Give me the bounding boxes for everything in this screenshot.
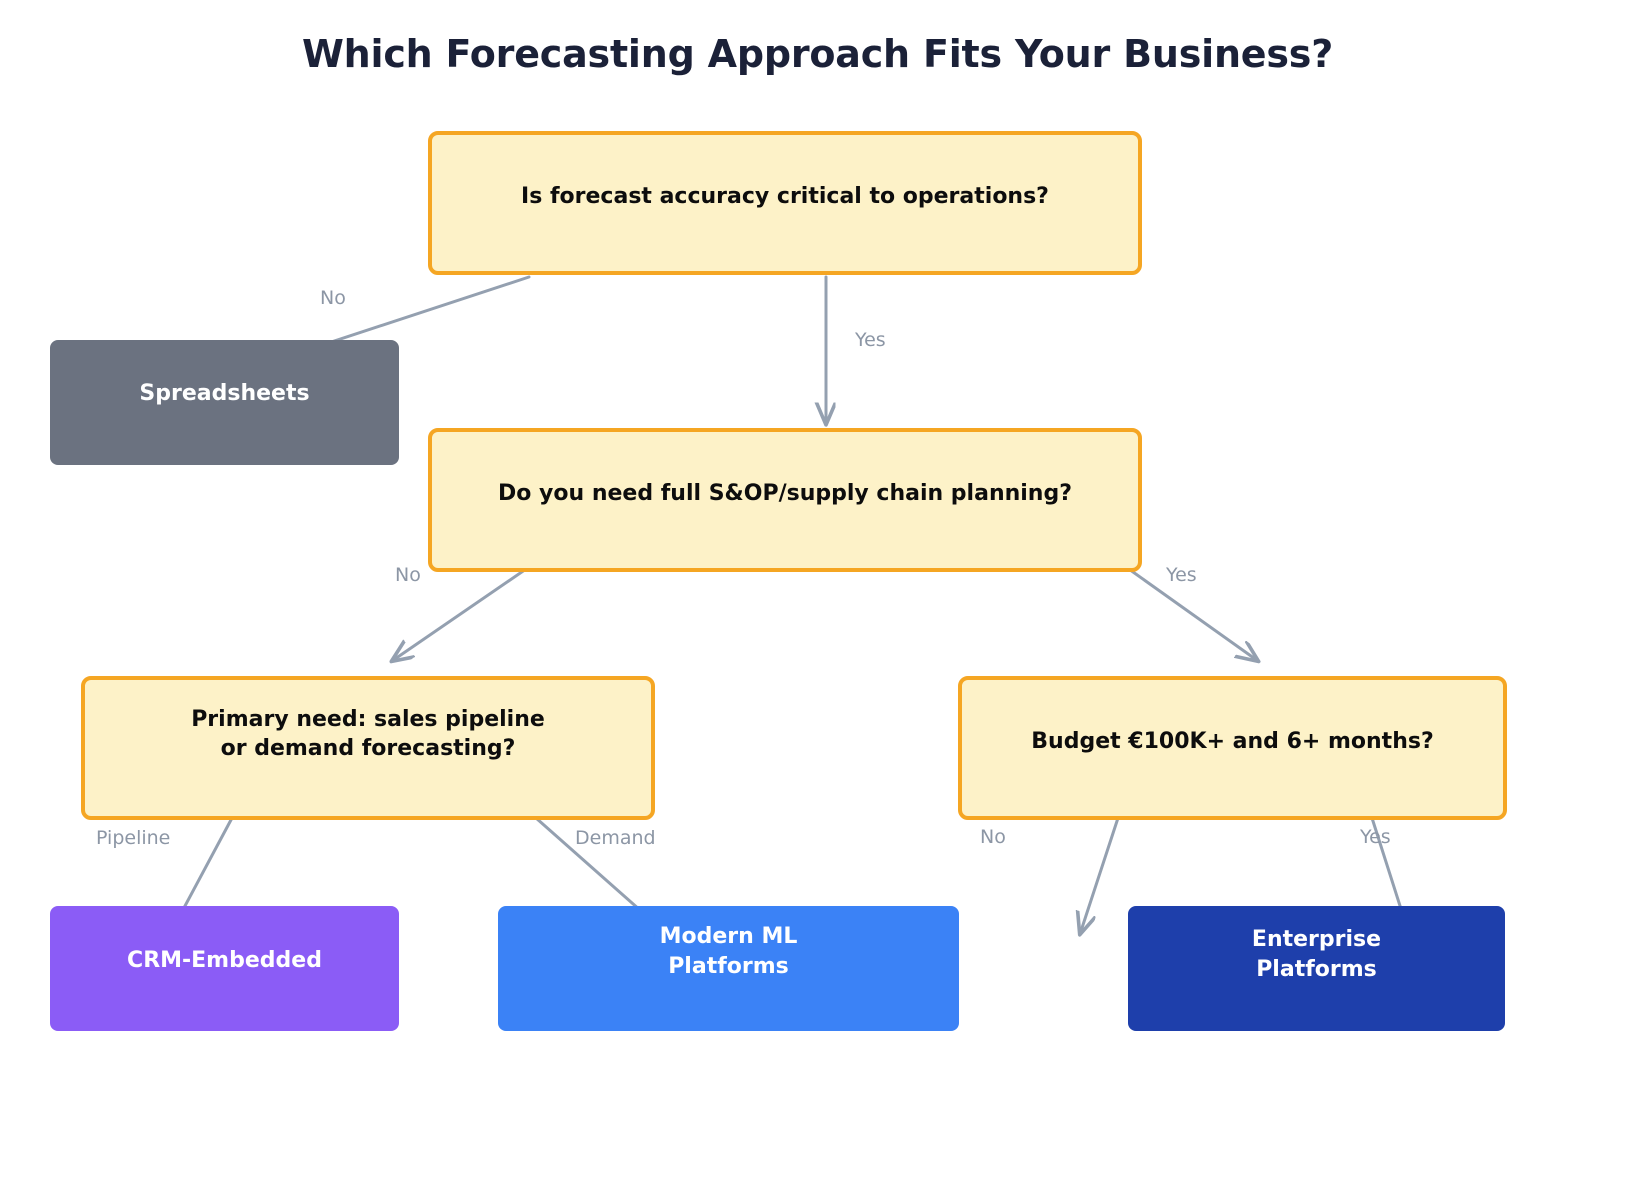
edge-label-budget-yes: Yes <box>1360 826 1391 848</box>
outcome-node-crm-embedded[interactable]: CRM-Embedded <box>50 906 399 1031</box>
decision-node-sop-label: Do you need full S&OP/supply chain plann… <box>498 481 1072 507</box>
decision-node-primary-need[interactable]: Primary need: sales pipeline or demand f… <box>81 676 655 820</box>
edge-label-sop-yes: Yes <box>1166 564 1197 586</box>
outcome-node-enterprise-platforms[interactable]: Enterprise Platforms <box>1128 906 1505 1031</box>
outcome-node-modern-ml-platforms-label: Modern ML Platforms <box>659 924 798 979</box>
edge-budget-no <box>1080 816 1120 934</box>
decision-node-sop[interactable]: Do you need full S&OP/supply chain plann… <box>428 428 1142 572</box>
decision-node-budget-label: Budget €100K+ and 6+ months? <box>1031 729 1434 755</box>
decision-node-primary-need-label: Primary need: sales pipeline or demand f… <box>191 706 545 761</box>
edge-label-budget-no: No <box>980 826 1006 848</box>
outcome-node-enterprise-platforms-label: Enterprise Platforms <box>1251 927 1382 982</box>
page-title: Which Forecasting Approach Fits Your Bus… <box>301 32 1334 76</box>
outcome-node-crm-embedded-label: CRM-Embedded <box>127 947 322 973</box>
outcome-node-modern-ml-platforms[interactable]: Modern ML Platforms <box>498 906 959 1031</box>
edge-label-accuracy-yes: Yes <box>855 329 886 351</box>
decision-node-budget[interactable]: Budget €100K+ and 6+ months? <box>958 676 1507 820</box>
edge-label-need-pipeline: Pipeline <box>96 827 171 849</box>
outcome-node-spreadsheets[interactable]: Spreadsheets <box>50 340 399 465</box>
edge-label-need-demand: Demand <box>575 827 656 849</box>
outcome-node-spreadsheets-label: Spreadsheets <box>139 380 310 406</box>
decision-node-accuracy-label: Is forecast accuracy critical to operati… <box>521 184 1049 210</box>
edge-label-accuracy-no: No <box>320 287 346 309</box>
edge-label-sop-no: No <box>395 564 421 586</box>
decision-node-accuracy[interactable]: Is forecast accuracy critical to operati… <box>428 131 1142 275</box>
